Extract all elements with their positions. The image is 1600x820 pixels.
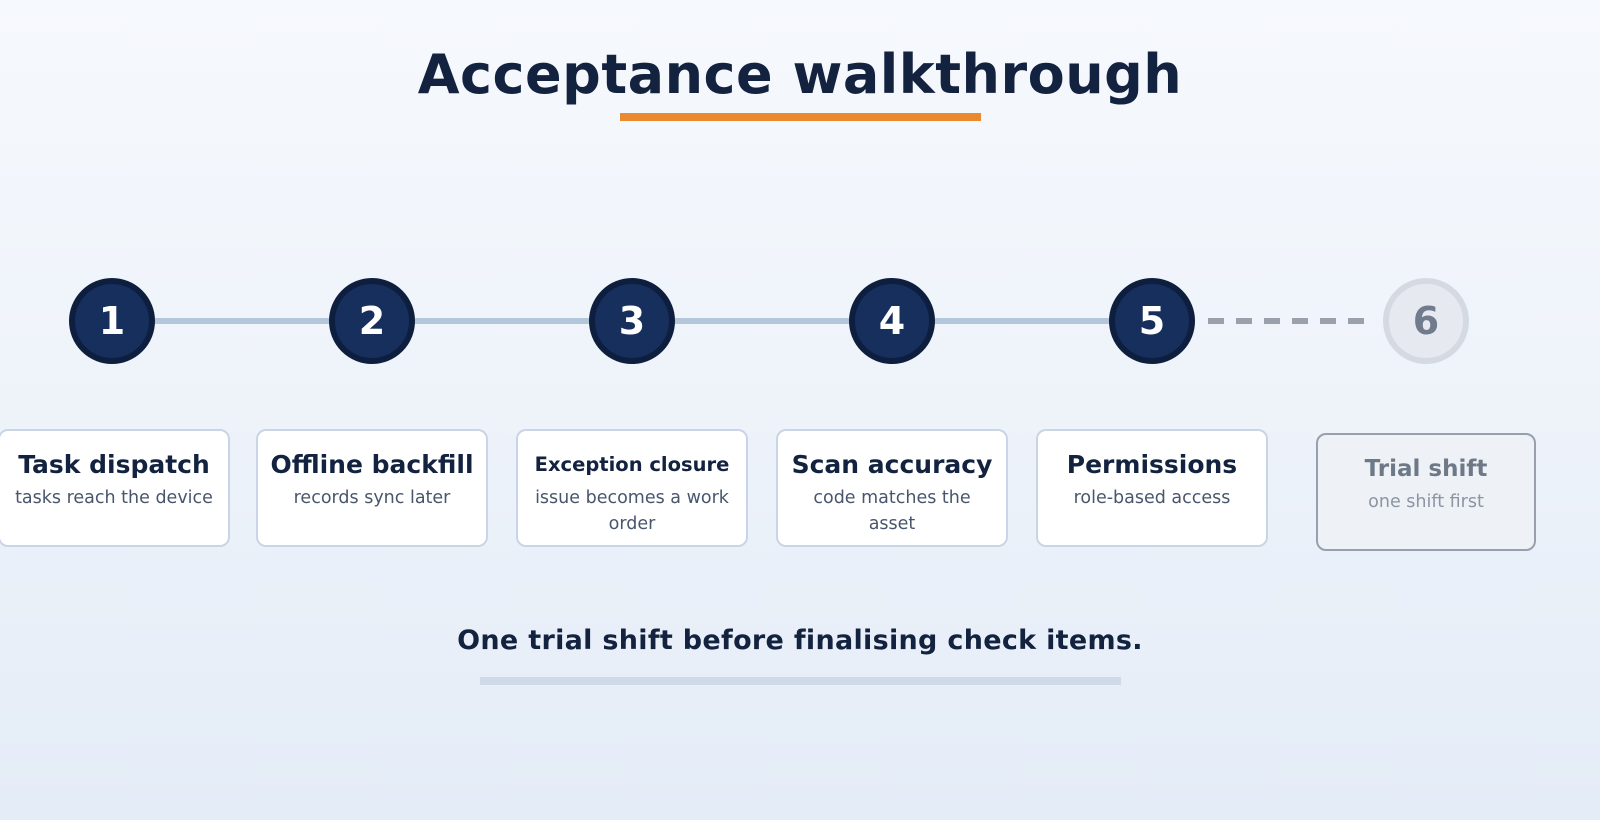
step-card-description: role-based access: [1073, 488, 1231, 508]
step-card-permissions: Permissions role-based access: [1036, 429, 1268, 547]
step-card-task-dispatch: Task dispatch tasks reach the device: [0, 429, 230, 547]
step-circle-1: 1: [69, 278, 155, 364]
step-circle-6: 6: [1383, 278, 1469, 364]
step-card-description: records sync later: [293, 488, 451, 508]
step-card-description: tasks reach the device: [15, 488, 213, 508]
step-number: 5: [1138, 299, 1166, 343]
step-card-exception-closure: Exception closure issue becomes a work o…: [516, 429, 748, 547]
step-card-description: code matches the asset: [813, 488, 971, 534]
step-circle-3: 3: [589, 278, 675, 364]
step-card-title: Exception closure: [534, 453, 730, 476]
step-card-title: Task dispatch: [18, 450, 210, 479]
step-number: 3: [618, 299, 646, 343]
step-card-trial-shift: Trial shift one shift first: [1316, 433, 1536, 551]
step-number: 2: [358, 299, 386, 343]
footer-underline: [480, 677, 1121, 685]
step-card-scan-accuracy: Scan accuracy code matches the asset: [776, 429, 1008, 547]
step-card-title: Permissions: [1066, 450, 1238, 479]
step-card-description: one shift first: [1368, 492, 1484, 512]
step-card-title: Trial shift: [1364, 456, 1488, 482]
step-card-title: Offline backfill: [270, 450, 474, 479]
step-number: 4: [878, 299, 906, 343]
step-number: 1: [98, 299, 126, 343]
footer-note: One trial shift before finalising check …: [457, 625, 1143, 656]
step-circle-4: 4: [849, 278, 935, 364]
title-underline: [620, 113, 981, 121]
step-circle-5: 5: [1109, 278, 1195, 364]
step-card-offline-backfill: Offline backfill records sync later: [256, 429, 488, 547]
step-circle-2: 2: [329, 278, 415, 364]
step-number: 6: [1412, 299, 1440, 343]
page-title: Acceptance walkthrough: [417, 43, 1183, 106]
step-card-description: issue becomes a work order: [535, 488, 729, 534]
step-card-title: Scan accuracy: [791, 450, 993, 479]
